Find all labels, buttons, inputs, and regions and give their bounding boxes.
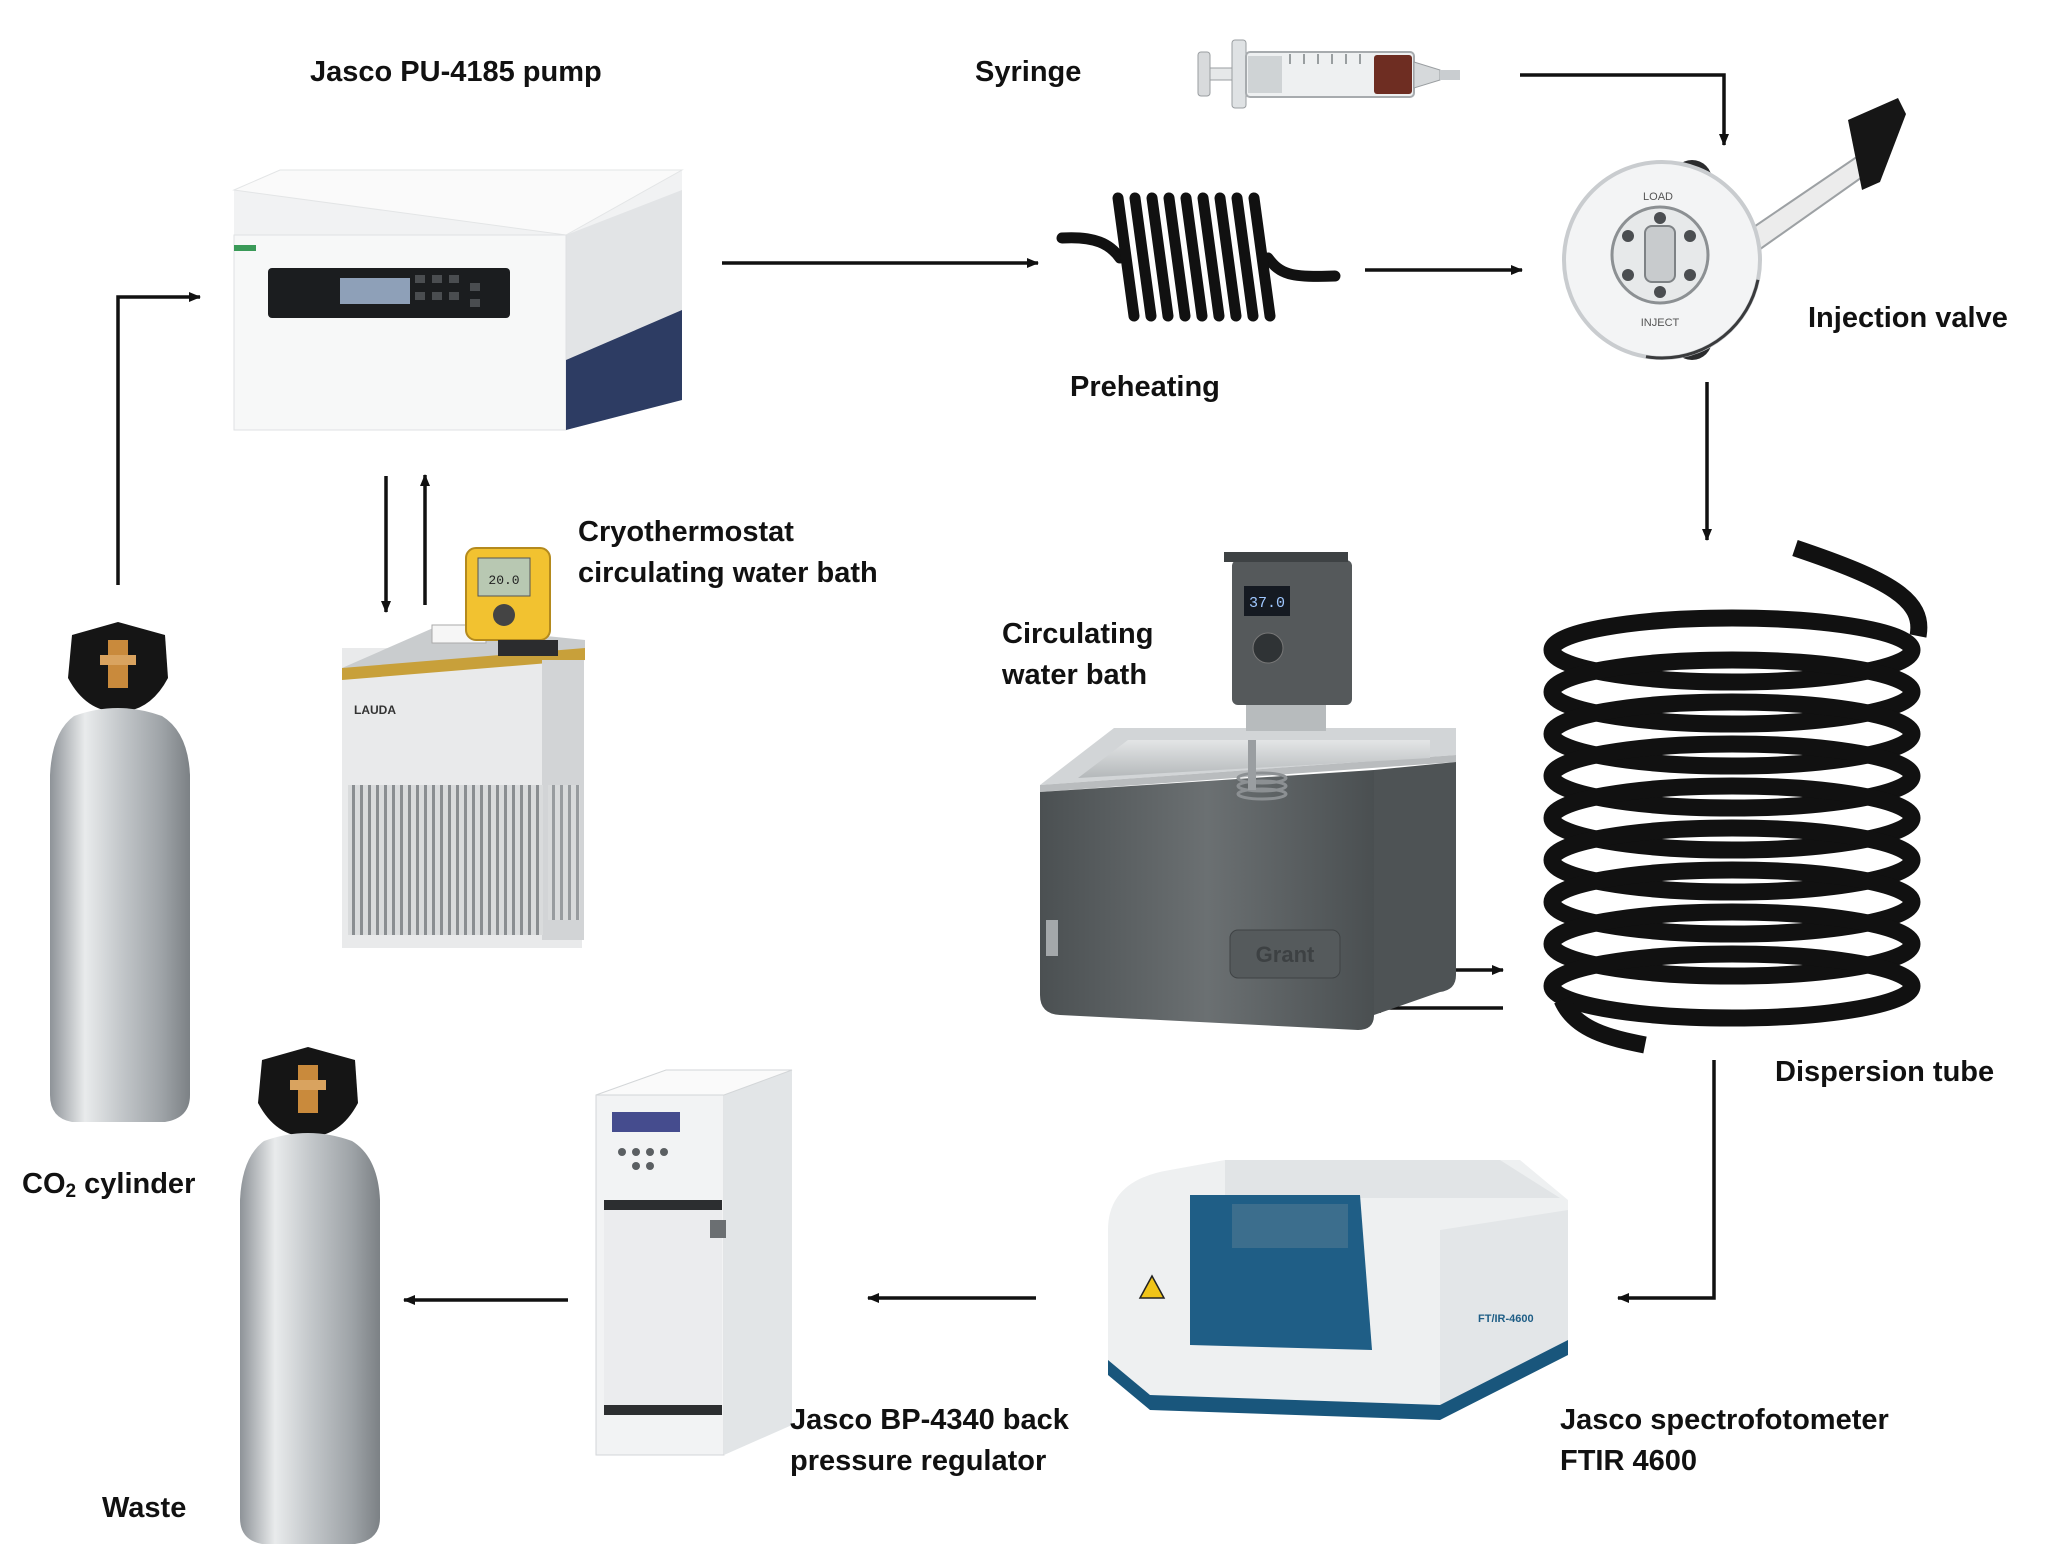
co2-suffix: cylinder xyxy=(76,1168,196,1200)
co2-prefix: CO xyxy=(22,1168,66,1200)
cryo-display-text: 20.0 xyxy=(488,573,519,588)
pump-unit xyxy=(232,169,684,431)
pump-label: Jasco PU-4185 pump xyxy=(310,52,602,93)
cryothermostat-unit: LAUDA 20.0 xyxy=(342,547,585,948)
arrow-tube-to-ftir xyxy=(1617,1060,1716,1303)
syringe-label-text: Syringe xyxy=(975,56,1082,88)
waste-label-text: Waste xyxy=(102,1492,187,1524)
dispersion-tube-label-text: Dispersion tube xyxy=(1775,1056,1995,1088)
co2-cylinder xyxy=(50,622,190,1122)
pump-label-text: Jasco PU-4185 pump xyxy=(310,56,602,88)
back-pressure-regulator xyxy=(595,1069,793,1456)
cryothermostat-label-line1: Cryothermostat xyxy=(578,516,794,548)
preheating-coil xyxy=(1056,192,1341,322)
injection-valve-label: Injection valve xyxy=(1808,298,2008,339)
syringe xyxy=(1197,39,1460,109)
injection-valve: LOAD INJECT xyxy=(1562,98,1906,360)
ftir-model-text: FT/IR-4600 xyxy=(1478,1313,1534,1325)
bath-display-text: 37.0 xyxy=(1249,595,1285,612)
bath-brand-text: Grant xyxy=(1256,942,1315,967)
ftir-label: Jasco spectrofotometer FTIR 4600 xyxy=(1560,1400,1889,1482)
ftir-label-line2: FTIR 4600 xyxy=(1560,1445,1697,1477)
circulating-water-bath-label-line1: Circulating xyxy=(1002,618,1154,650)
ftir-label-line1: Jasco spectrofotometer xyxy=(1560,1404,1889,1436)
arrow-cylinder-to-pump xyxy=(116,292,201,585)
cryothermostat-label-line2: circulating water bath xyxy=(578,557,878,589)
syringe-label: Syringe xyxy=(975,52,1081,93)
circulating-water-bath-label-line2: water bath xyxy=(1002,659,1148,691)
valve-load-text: LOAD xyxy=(1643,191,1673,203)
dispersion-tube-coil xyxy=(1543,539,1928,1054)
ftir-spectrophotometer: FT/IR-4600 xyxy=(1108,1160,1568,1420)
co2-subscript: 2 xyxy=(65,1181,77,1202)
arrow-syringe-to-valve xyxy=(1520,73,1729,146)
preheating-label-text: Preheating xyxy=(1070,371,1220,403)
co2-cylinder-label-text: CO2 cylinder xyxy=(22,1164,195,1212)
flow-arrows xyxy=(116,73,1729,1305)
waste-label: Waste xyxy=(102,1488,186,1529)
valve-inject-text: INJECT xyxy=(1641,317,1680,329)
back-pressure-regulator-label-line1: Jasco BP-4340 back xyxy=(790,1404,1069,1436)
cryothermostat-label: Cryothermostat circulating water bath xyxy=(578,512,878,594)
circulating-water-bath: Grant 37.0 xyxy=(1040,552,1456,1030)
co2-cylinder-label: CO2 cylinder xyxy=(22,1164,195,1212)
dispersion-tube-label: Dispersion tube xyxy=(1775,1052,1994,1093)
back-pressure-regulator-label-line2: pressure regulator xyxy=(790,1445,1047,1477)
cryo-brand-text: LAUDA xyxy=(354,703,396,717)
preheating-label: Preheating xyxy=(1070,367,1220,408)
back-pressure-regulator-label: Jasco BP-4340 back pressure regulator xyxy=(790,1400,1069,1482)
waste-cylinder xyxy=(240,1047,380,1544)
injection-valve-label-text: Injection valve xyxy=(1808,302,2008,334)
circulating-water-bath-label: Circulating water bath xyxy=(1002,614,1153,696)
